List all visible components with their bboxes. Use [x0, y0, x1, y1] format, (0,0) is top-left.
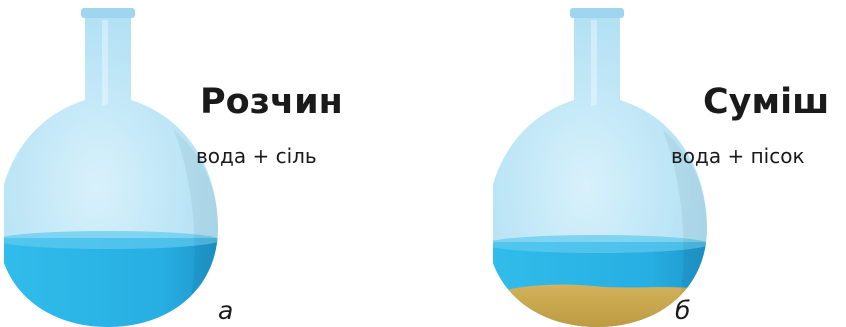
- panel-subtitle: вода + пісок: [671, 144, 805, 168]
- panel-title: Суміш: [703, 82, 830, 122]
- liquid-surface: [4, 231, 218, 249]
- panel-label: а: [218, 296, 234, 325]
- flask-rim: [570, 8, 624, 18]
- panel-solution: Розчин вода + сіль а: [4, 8, 343, 327]
- panel-subtitle: вода + сіль: [196, 144, 317, 168]
- liquid-water: [4, 238, 218, 327]
- flask-mixture: [493, 8, 707, 327]
- flask-rim: [81, 8, 135, 18]
- panel-title: Розчин: [200, 82, 343, 122]
- liquid-surface: [493, 235, 707, 253]
- flask-solution: [4, 8, 218, 327]
- panel-label: б: [675, 296, 691, 325]
- panel-mixture: Суміш вода + пісок б: [423, 0, 846, 327]
